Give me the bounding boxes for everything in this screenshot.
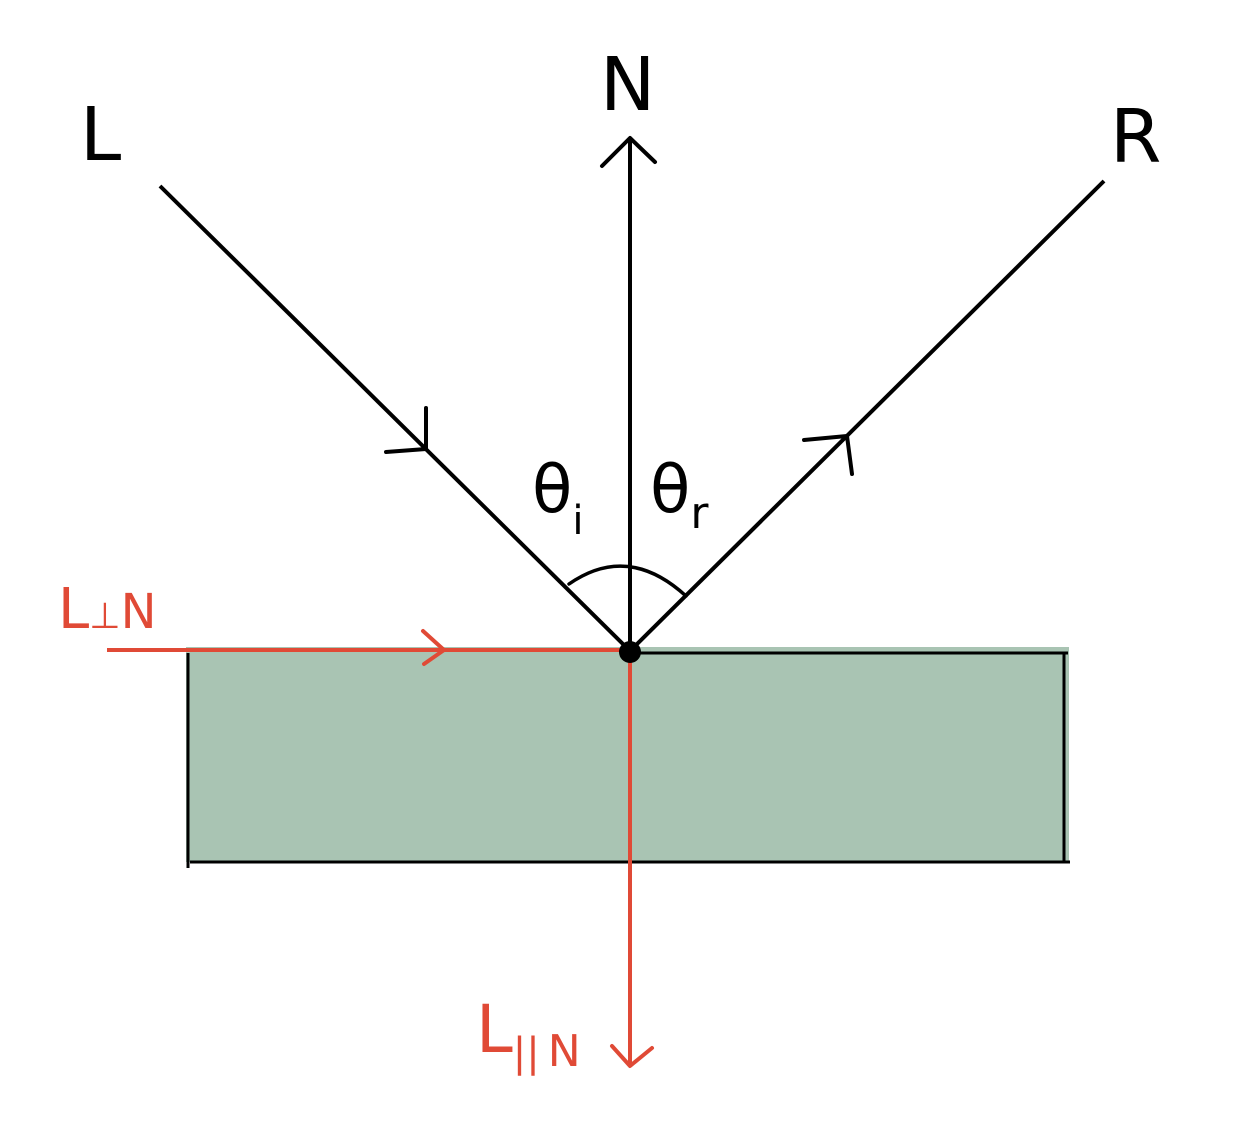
label-L: L [80,92,121,178]
label-R: R [1110,94,1161,180]
surface-block [186,647,1069,862]
incident-ray [158,184,632,653]
label-l-perp-n: L⊥N [58,577,156,642]
contact-point [619,641,641,663]
parallel-arrowhead [610,1044,654,1068]
reflected-arrowhead [802,434,854,476]
label-N: N [600,42,655,128]
label-l-par-n: L||N [476,991,581,1077]
label-theta-r: θr [650,451,709,539]
normal-arrowhead [600,136,657,168]
angle-arc [567,564,688,598]
perpendicular-arrowhead [421,629,446,666]
label-theta-i: θi [532,451,584,544]
reflected-ray [628,179,1106,653]
incident-arrowhead [384,406,428,454]
